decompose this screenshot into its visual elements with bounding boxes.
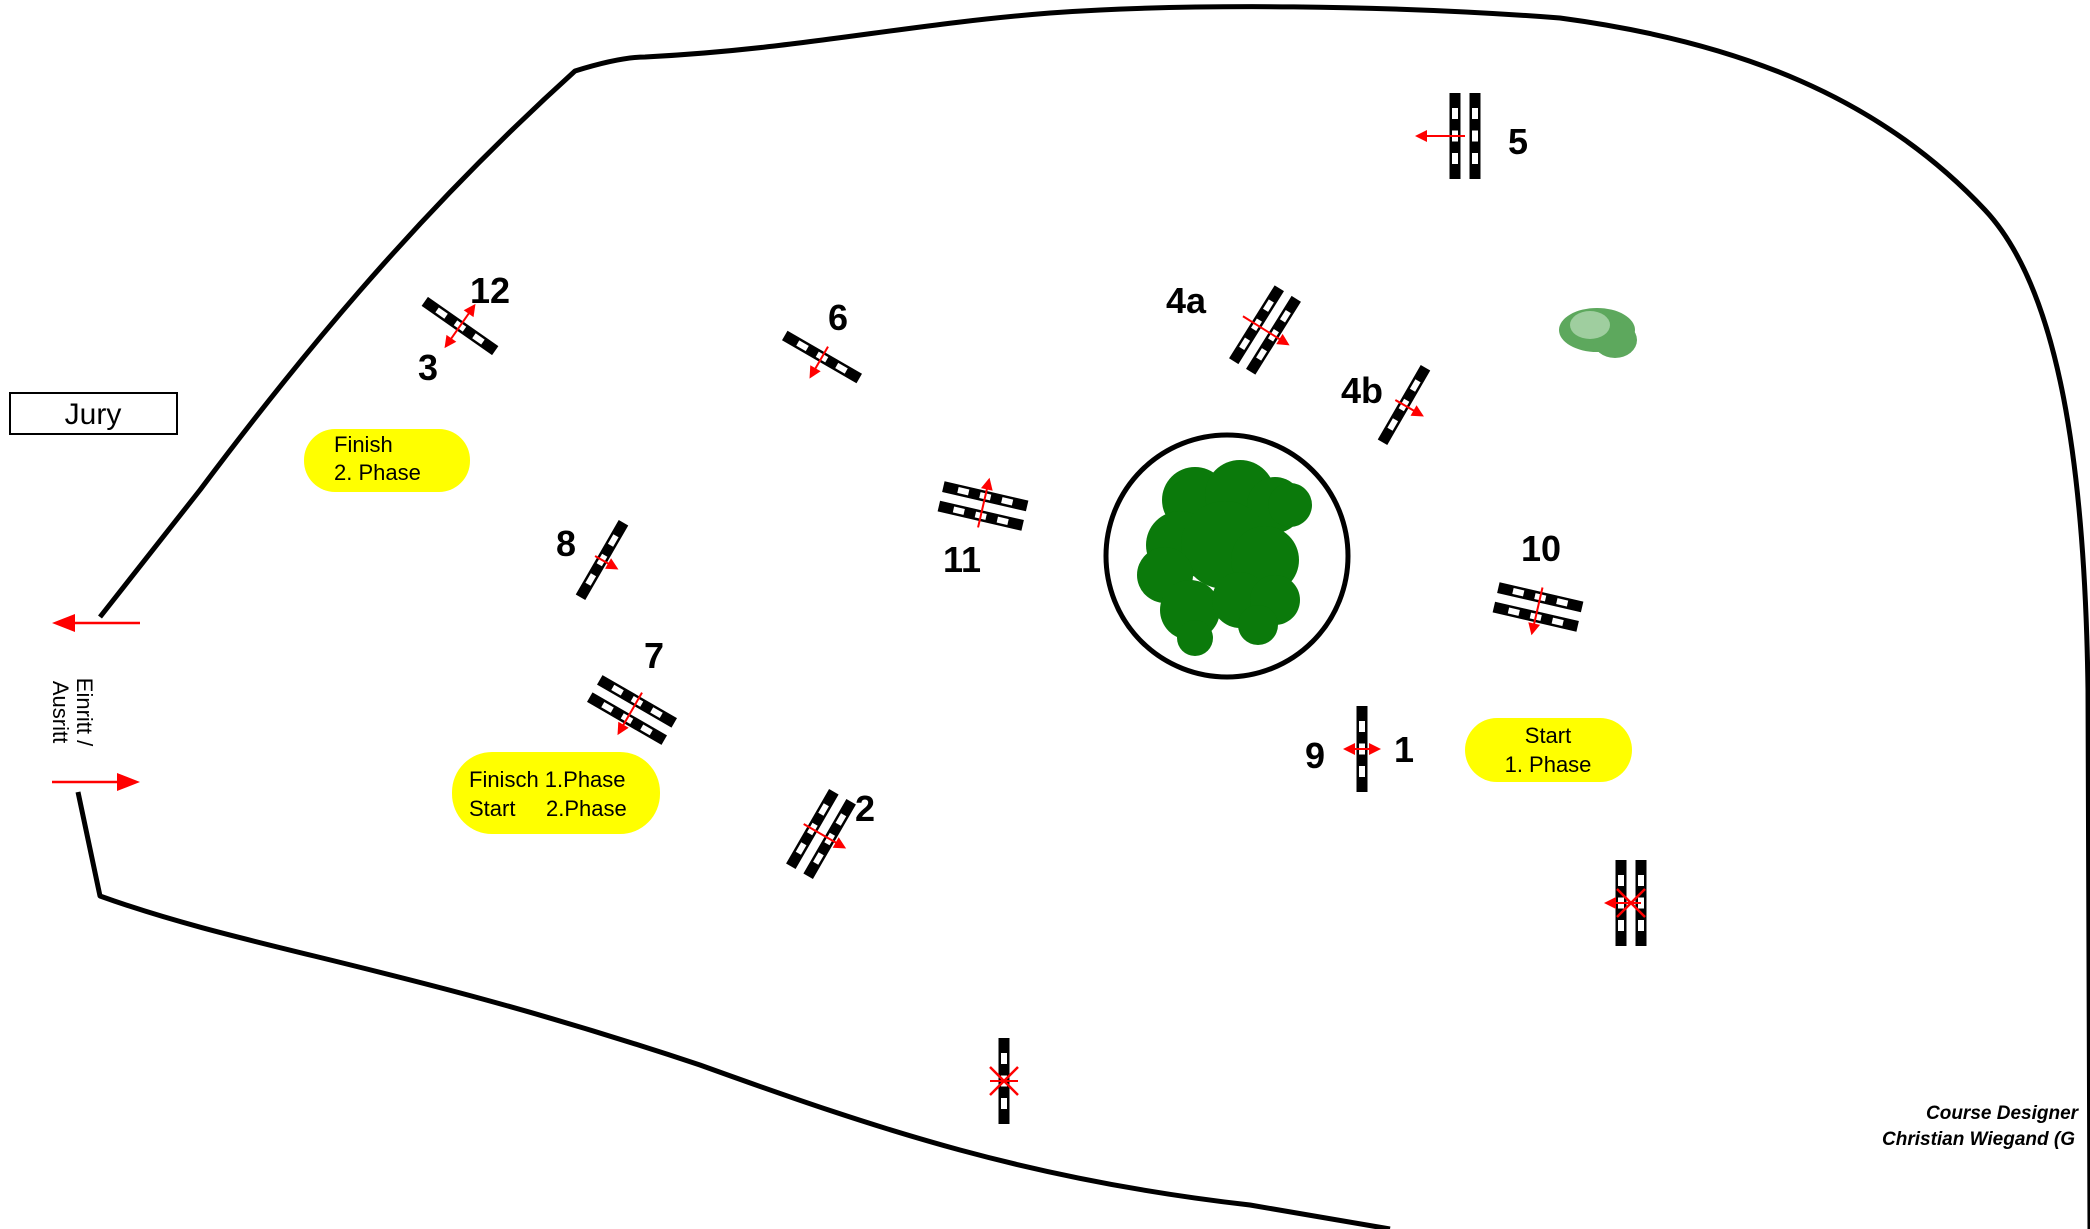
- badge-start-phase1-line-1: Start: [1525, 723, 1571, 748]
- badge-start-phase1: Start 1. Phase: [1465, 718, 1632, 782]
- obstacle-11: [937, 476, 1029, 531]
- jury-label: Jury: [65, 398, 122, 431]
- label-10: 10: [1521, 528, 1561, 569]
- label-8: 8: [556, 523, 576, 564]
- badge-finish-phase2-line-1: Finish: [334, 432, 393, 457]
- label-9: 9: [1305, 735, 1325, 776]
- obstacle-9-1: [1343, 706, 1381, 792]
- badge-finish-phase1-start-phase2: Finisch 1.Phase Start 2.Phase: [452, 752, 660, 834]
- label-4b: 4b: [1341, 370, 1383, 411]
- entrance-label-line-1: Einritt /: [72, 678, 97, 747]
- obstacle-4b: [1377, 365, 1431, 445]
- obstacle-12-3: [421, 296, 499, 356]
- badge-finish-phase1-line: Finisch 1.Phase: [469, 767, 626, 792]
- jury-box: Jury: [9, 392, 178, 435]
- obstacle-5: [1415, 93, 1481, 179]
- obstacle-6: [782, 330, 862, 384]
- tree-island: [1103, 432, 1351, 680]
- obstacle-7: [587, 675, 677, 745]
- badge-start-phase2-line: Start 2.Phase: [469, 796, 627, 821]
- label-6: 6: [828, 297, 848, 338]
- bush-icon: [1559, 308, 1637, 358]
- label-12: 12: [470, 270, 510, 311]
- entrance-label-line-2: Ausritt: [48, 681, 73, 743]
- obstacle-4a: [1229, 285, 1301, 375]
- obstacle-10: [1492, 582, 1584, 637]
- label-4a: 4a: [1166, 280, 1207, 321]
- label-5: 5: [1508, 121, 1528, 162]
- arena-outline: [75, 4, 2090, 1229]
- obstacle-8: [575, 520, 629, 600]
- obstacle-2: [786, 789, 856, 879]
- credit-line-2: Christian Wiegand (G: [1882, 1129, 2075, 1150]
- label-1: 1: [1394, 729, 1414, 770]
- badge-start-phase1-line-2: 1. Phase: [1505, 752, 1592, 777]
- obstacle-spare-oxer: [1604, 860, 1647, 946]
- label-3: 3: [418, 347, 438, 388]
- label-2: 2: [855, 788, 875, 829]
- tree-icon: [1137, 460, 1312, 656]
- badge-finish-phase2-line-2: 2. Phase: [334, 460, 421, 485]
- label-11: 11: [943, 539, 981, 580]
- badge-finish-phase2: Finish 2. Phase: [304, 429, 470, 492]
- credit-line-1: Course Designer: [1926, 1103, 2080, 1124]
- entrance-label: Einritt / Ausritt: [48, 678, 97, 747]
- entrance-arrows: [52, 614, 140, 791]
- obstacle-spare-vertical: [989, 1038, 1019, 1124]
- label-7: 7: [644, 635, 664, 676]
